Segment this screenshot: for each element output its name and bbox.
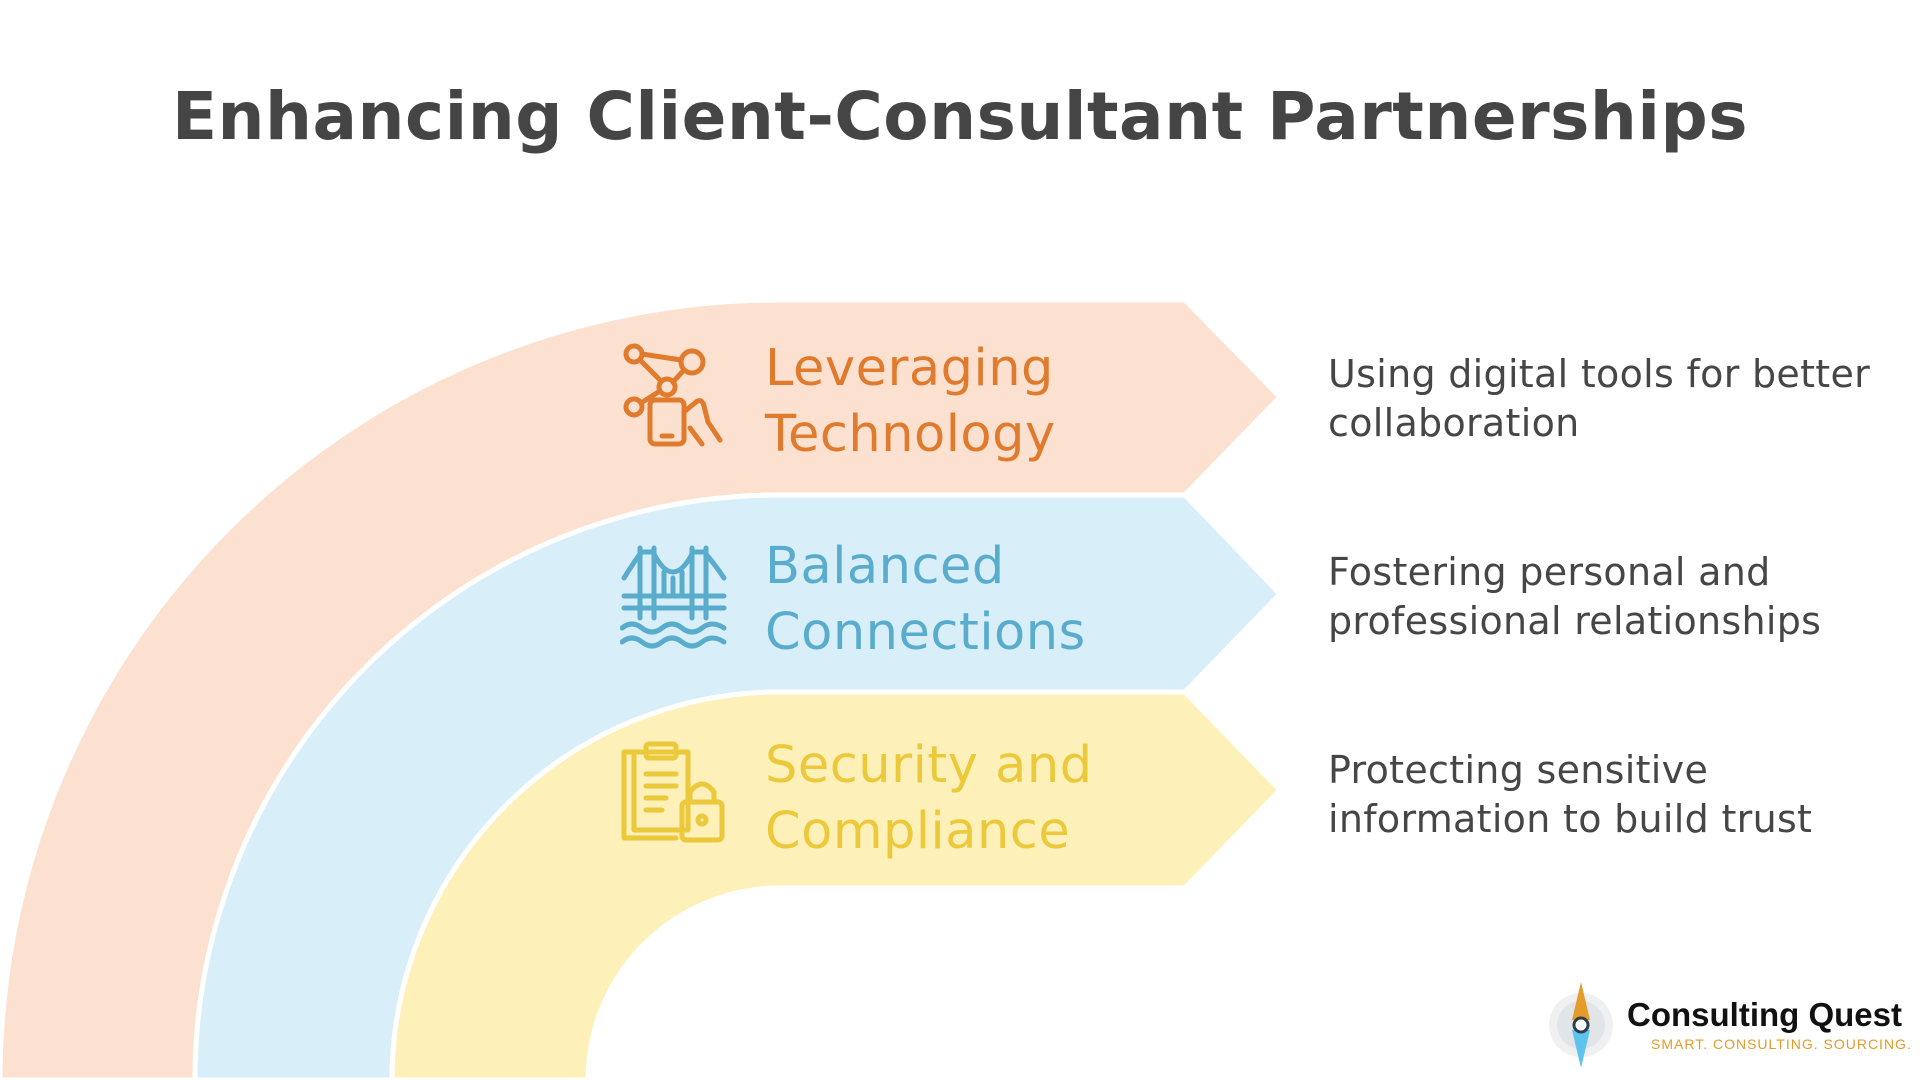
description-leveraging-technology: Using digital tools for better collabora… — [1328, 350, 1908, 448]
brand-tagline: SMART. CONSULTING. SOURCING. — [1651, 1036, 1912, 1052]
brand-logo: Consulting Quest SMART. CONSULTING. SOUR… — [1545, 980, 1920, 1070]
description-line: Using digital tools for better — [1328, 352, 1871, 396]
description-line: professional relationships — [1328, 599, 1822, 643]
title-line: Leveraging — [765, 339, 1054, 398]
description-balanced-connections: Fostering personal and professional rela… — [1328, 548, 1908, 646]
compass-icon — [1545, 980, 1625, 1070]
description-line: collaboration — [1328, 401, 1580, 445]
title-line: Connections — [765, 603, 1086, 662]
title-line: Technology — [765, 405, 1056, 464]
description-line: information to build trust — [1328, 797, 1813, 841]
title-balanced-connections: Balanced Connections — [765, 534, 1205, 666]
brand-name: Consulting Quest — [1627, 996, 1902, 1033]
title-line: Security and — [765, 736, 1093, 795]
band-security-compliance — [389, 689, 1284, 1080]
description-security-compliance: Protecting sensitive information to buil… — [1328, 746, 1908, 844]
description-line: Protecting sensitive — [1328, 748, 1709, 792]
description-line: Fostering personal and — [1328, 550, 1771, 594]
title-line: Balanced — [765, 537, 1005, 596]
page-title: Enhancing Client-Consultant Partnerships — [171, 78, 1749, 155]
bridge-icon — [619, 540, 730, 650]
title-leveraging-technology: Leveraging Technology — [765, 336, 1205, 468]
title-security-compliance: Security and Compliance — [765, 733, 1205, 865]
network-touch-phone-icon — [620, 340, 730, 450]
clipboard-lock-icon — [620, 738, 730, 848]
title-line: Compliance — [765, 802, 1071, 861]
